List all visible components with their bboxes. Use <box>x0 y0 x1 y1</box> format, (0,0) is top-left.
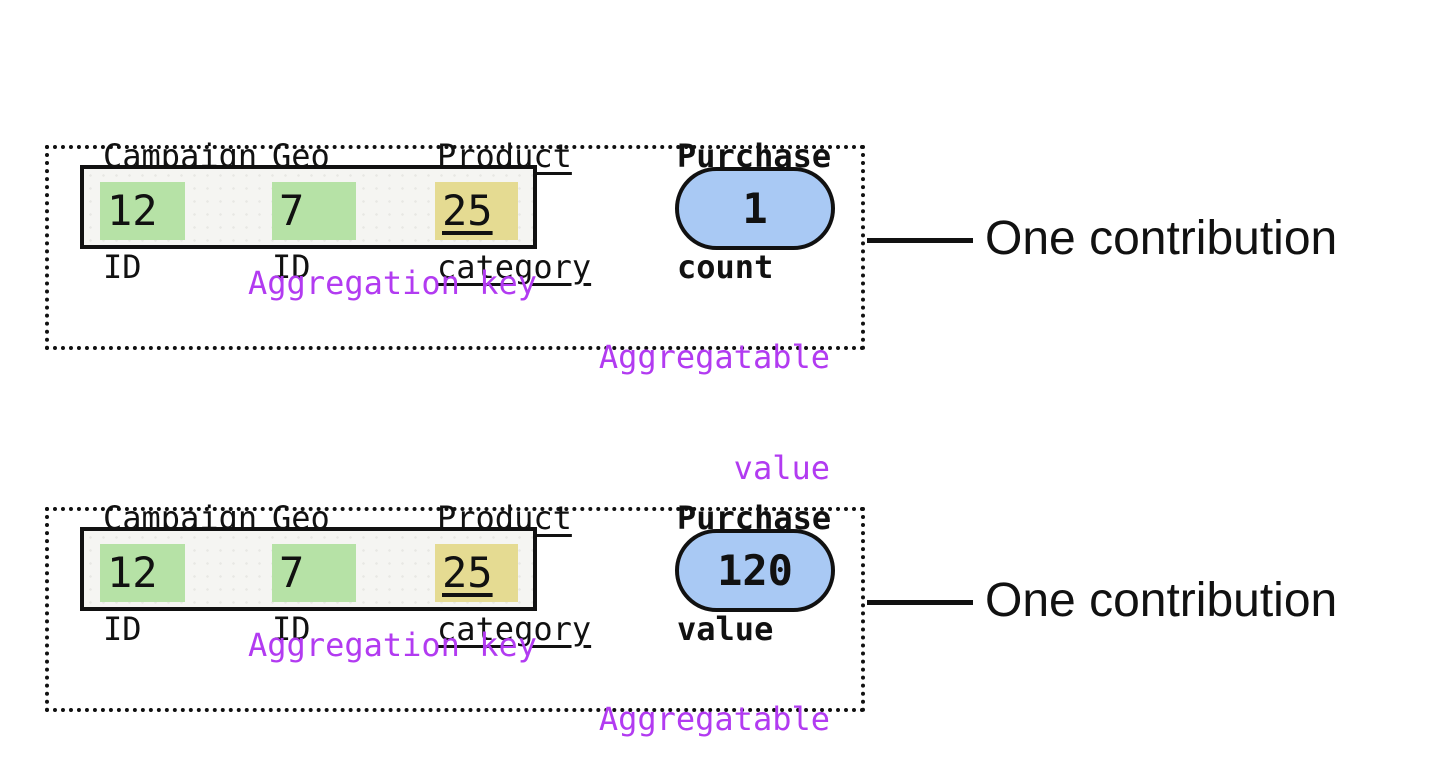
column-header-line: count <box>677 248 774 286</box>
column-header-line: value <box>677 610 774 648</box>
contribution-section-purchase-value: Campaign ID Geo ID Product category Purc… <box>0 362 1442 742</box>
column-header-line: category <box>437 248 592 286</box>
connector-line <box>867 238 973 243</box>
cell-product-category-value: 25 <box>442 548 493 597</box>
contribution-section-purchase-count: Campaign ID Geo ID Product category Purc… <box>45 138 1338 487</box>
contribution-boundary <box>45 145 865 350</box>
aggregatable-value-label: Aggregatable value <box>560 265 830 561</box>
one-contribution-label: One contribution <box>985 574 1338 627</box>
one-contribution-label: One contribution <box>985 212 1338 265</box>
column-header-line: ID <box>272 248 311 286</box>
aggregatable-value-pill: 1 <box>675 167 835 250</box>
column-header-line: ID <box>103 248 142 286</box>
column-header-line: ID <box>272 610 311 648</box>
aggregatable-value-pill: 120 <box>675 529 835 612</box>
connector-line <box>867 600 973 605</box>
cell-campaign-id: 12 <box>100 182 185 240</box>
aggregatable-value-label-line: Aggregatable <box>598 338 830 376</box>
cell-geo-id: 7 <box>272 544 356 602</box>
column-header-product-category: Product category <box>437 426 591 722</box>
column-header-line: category <box>437 610 592 648</box>
aggregatable-value-label-line: Aggregatable <box>598 700 830 738</box>
aggregatable-value-label: Aggregatable value <box>560 627 830 760</box>
aggregation-key-label: Aggregation key <box>248 626 537 664</box>
cell-product-category-value: 25 <box>442 186 493 235</box>
cell-product-category: 25 <box>435 182 518 240</box>
cell-geo-id: 7 <box>272 182 356 240</box>
contribution-boundary <box>45 507 865 712</box>
aggregation-key-label: Aggregation key <box>248 264 537 302</box>
cell-product-category: 25 <box>435 544 518 602</box>
cell-campaign-id: 12 <box>100 544 185 602</box>
column-header-line: ID <box>103 610 142 648</box>
aggregatable-value-label-line: value <box>733 449 830 487</box>
